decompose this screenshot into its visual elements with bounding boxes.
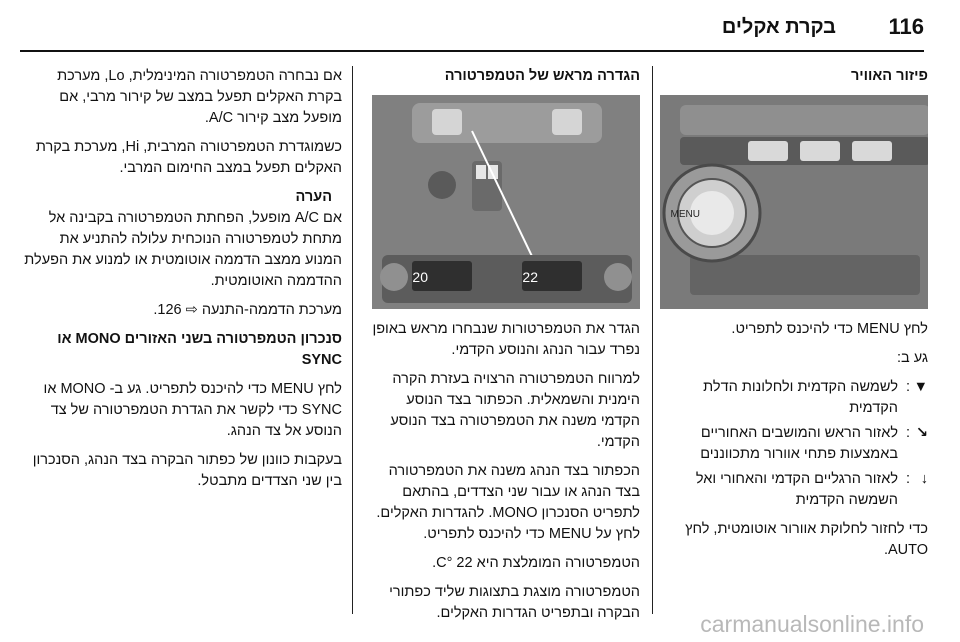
- footwell-icon: ↓: [920, 471, 928, 487]
- paragraph: הטמפרטורה המומלצת היא 22 °C.: [432, 555, 640, 571]
- passenger-temp-display: 22: [522, 269, 538, 285]
- temperature-preset-section: הגדרה מראש של הטמפרטורה 20 22 הגדר את הט…: [372, 66, 640, 632]
- watermark: carmanualsonline.info: [700, 611, 924, 637]
- air-distribution-list: ▼ : לשמשה הקדמית ולחלונות הדלת הקדמית ↘ …: [660, 377, 928, 511]
- list-item: ▼ : לשמשה הקדמית ולחלונות הדלת הקדמית: [660, 377, 928, 419]
- note-text: אם A/C מופעל, הפחתת הטמפרטורה בקבינה אל …: [24, 210, 342, 289]
- air-distribution-figure: MENU: [660, 95, 928, 309]
- paragraph: למרווח הטמפרטורה הרצויה בעזרת הקרה הימני…: [390, 371, 640, 450]
- temperature-limits-section: אם נבחרה הטמפרטורה המינימלית, Lo, מערכת …: [20, 66, 342, 500]
- head-area-icon: ↘: [915, 425, 928, 441]
- list-item-text: לשמשה הקדמית ולחלונות הדלת הקדמית: [703, 379, 898, 416]
- list-item: ↓ : לאזור הרגליים הקדמי והאחורי ואל השמש…: [660, 469, 928, 511]
- console-illustration: MENU: [660, 95, 928, 309]
- intro-text: לחץ MENU כדי להיכנס לתפריט.: [731, 321, 928, 337]
- windscreen-icon: ▼: [913, 379, 928, 395]
- page-number: 116: [888, 14, 925, 39]
- auto-text: כדי לחזור לחלוקת אוורור אוטומטית, לחץ AU…: [685, 521, 928, 558]
- column-divider-right: [652, 66, 653, 614]
- temperature-figure: 20 22: [372, 95, 640, 309]
- paragraph: אם נבחרה הטמפרטורה המינימלית, Lo, מערכת …: [57, 68, 342, 126]
- air-distribution-section: פיזור האוויר MENU לחץ MENU כדי להיכנס לת…: [660, 66, 928, 569]
- column-divider-left: [352, 66, 353, 614]
- menu-knob-label: MENU: [671, 209, 700, 220]
- page-header: 116 בקרת אקלים: [20, 8, 924, 52]
- section-title: הגדרה מראש של הטמפרטורה: [444, 68, 640, 84]
- reference-text: מערכת הדממה-התנעה ⇨ 126.: [153, 302, 342, 318]
- list-item-text: לאזור הראש והמושבים האחוריים באמצעות פתח…: [700, 425, 898, 462]
- section-title: פיזור האוויר: [850, 68, 928, 84]
- note-title: הערה: [295, 189, 332, 205]
- paragraph: הגדר את הטמפרטורות שנבחרו מראש באופן נפר…: [372, 321, 640, 358]
- list-item-text: לאזור הרגליים הקדמי והאחורי ואל השמשה הק…: [695, 471, 898, 508]
- paragraph: בעקבות כוונון של כפתור הבקרה בצד הנהג, ה…: [32, 452, 342, 489]
- choose-text: גע ב:: [896, 350, 928, 366]
- driver-temp-display: 20: [412, 269, 428, 285]
- paragraph: כשמוגדרת הטמפרטורה המרבית, Hi, מערכת בקר…: [35, 139, 342, 176]
- console-illustration: 20 22: [372, 95, 640, 309]
- list-item: ↘ : לאזור הראש והמושבים האחוריים באמצעות…: [660, 423, 928, 465]
- header-rule: [20, 50, 924, 52]
- paragraph: הכפתור בצד הנהג משנה את הטמפרטורה בצד הנ…: [376, 463, 640, 542]
- chapter-title: בקרת אקלים: [721, 16, 836, 38]
- paragraph: לחץ MENU כדי להיכנס לתפריט. גע ב- MONO א…: [43, 381, 342, 439]
- paragraph: הטמפרטורה מוצגת בתצוגות שליד כפתורי הבקר…: [389, 584, 640, 621]
- section-title: סנכרון הטמפרטורה בשני האזורים MONO או SY…: [57, 331, 342, 368]
